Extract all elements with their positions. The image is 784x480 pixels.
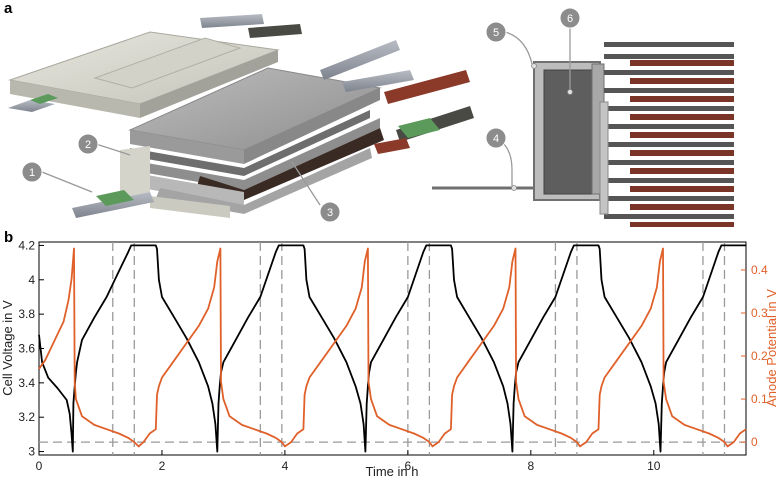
series-line-cell-voltage (38, 244, 746, 453)
pouch-cell-cross-section-illustration (432, 42, 734, 227)
callout-2: 2 (77, 133, 131, 156)
plot-area (38, 241, 747, 456)
right-y-tick-label-0: 0 (751, 435, 758, 449)
left-y-tick-label-0: 3 (28, 445, 35, 459)
left-y-axis-ticks: 3 3.2 3.4 3.6 3.8 4 4.2 (18, 238, 44, 459)
right-y-axis-ticks: 0 0.1 0.2 0.3 0.4 (741, 263, 768, 449)
callout-6: 6 (559, 7, 581, 95)
right-y-tick-label-1: 0.1 (751, 392, 768, 406)
right-y-tick-label-3: 0.3 (751, 306, 768, 320)
panel-a: 1 2 3 (8, 7, 734, 227)
x-axis-ticks: 0 2 4 6 8 10 (36, 450, 661, 473)
panel-label-a: a (4, 0, 13, 17)
x-tick-label-5: 10 (647, 459, 661, 473)
left-y-tick-label-2: 3.4 (18, 376, 35, 390)
left-y-tick-label-5: 4 (28, 273, 35, 287)
series-line-anode-potential (38, 247, 747, 448)
right-y-tick-label-2: 0.2 (751, 349, 768, 363)
x-tick-label-1: 2 (159, 459, 166, 473)
callout-5-label: 5 (493, 27, 499, 39)
x-tick-label-0: 0 (36, 459, 43, 473)
callout-2-label: 2 (85, 139, 91, 151)
electrode-stack-layers (130, 110, 384, 214)
right-y-tick-label-4: 0.4 (751, 263, 768, 277)
x-tick-label-4: 8 (527, 459, 534, 473)
callout-3-label: 3 (327, 207, 333, 219)
x-tick-label-3: 6 (405, 459, 412, 473)
panel-label-b: b (4, 229, 14, 246)
right-y-axis-title: Anode Potential in V (764, 289, 779, 407)
series-layer (38, 244, 747, 453)
callout-4-label: 4 (493, 133, 499, 145)
left-y-tick-label-6: 4.2 (18, 238, 35, 252)
callout-6-label: 6 (567, 13, 573, 25)
callout-4: 4 (485, 127, 517, 191)
callout-5: 5 (485, 21, 537, 69)
left-y-axis-title: Cell Voltage in V (0, 300, 15, 396)
left-y-tick-label-4: 3.8 (18, 307, 35, 321)
exploded-pouch-cell-illustration (8, 14, 474, 218)
callout-1: 1 (21, 161, 93, 193)
callout-1-label: 1 (29, 167, 35, 179)
left-y-tick-label-3: 3.6 (18, 342, 35, 356)
left-y-tick-label-1: 3.2 (18, 410, 35, 424)
reference-lines (39, 242, 746, 455)
x-tick-label-2: 4 (282, 459, 289, 473)
callout-3: 3 (291, 161, 341, 223)
x-axis-title: Time in h (366, 464, 419, 479)
electrode-fingers (604, 42, 734, 227)
